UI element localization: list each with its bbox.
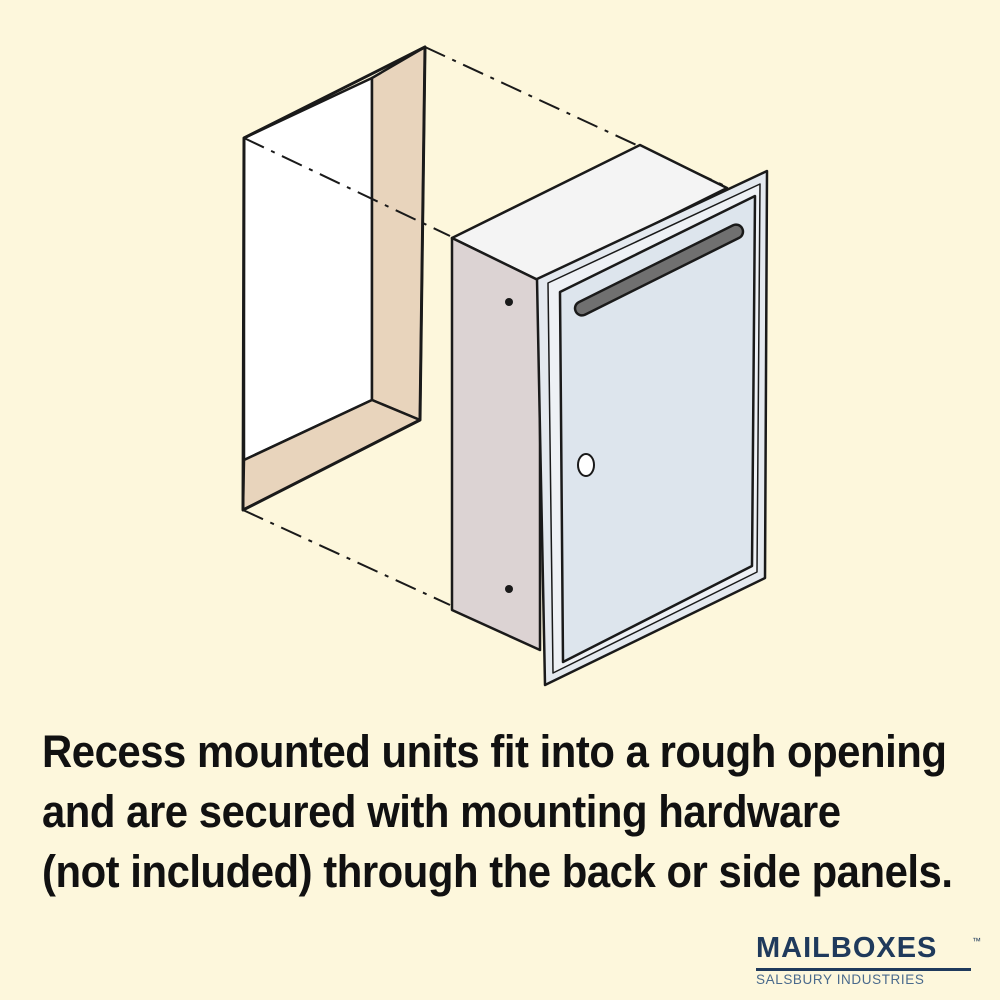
- logo-trademark: ™: [972, 936, 981, 946]
- caption-line-3: (not included) through the back or side …: [42, 846, 953, 897]
- opening-outline: [241, 45, 427, 512]
- logo-subtitle: SALSBURY INDUSTRIES: [756, 972, 925, 987]
- mounting-hole-top: [505, 298, 513, 306]
- projection-line-top: [424, 46, 726, 187]
- opening-right-frame: [370, 45, 427, 422]
- logo-name: MAILBOXES: [756, 932, 938, 964]
- mailbox-unit: [450, 143, 769, 687]
- mounting-hole-bottom: [505, 585, 513, 593]
- projection-lines: [242, 46, 726, 606]
- caption: Recess mounted units fit into a rough op…: [42, 722, 953, 902]
- brand-logo: MAILBOXES ™ SALSBURY INDUSTRIES: [752, 932, 992, 992]
- mailbox-door: [558, 194, 757, 664]
- mailbox-side-panel: [450, 236, 542, 652]
- caption-line-2: and are secured with mounting hardware: [42, 786, 841, 837]
- logo-divider: [756, 968, 971, 971]
- opening-back-wall: [242, 76, 374, 462]
- caption-line-1: Recess mounted units fit into a rough op…: [42, 726, 947, 777]
- rough-opening: [241, 45, 427, 512]
- projection-line-lower: [242, 509, 451, 606]
- mail-slot: [573, 223, 745, 317]
- projection-line-upper: [243, 137, 451, 237]
- recess-mount-diagram: [241, 45, 769, 687]
- door-lock: [577, 453, 595, 477]
